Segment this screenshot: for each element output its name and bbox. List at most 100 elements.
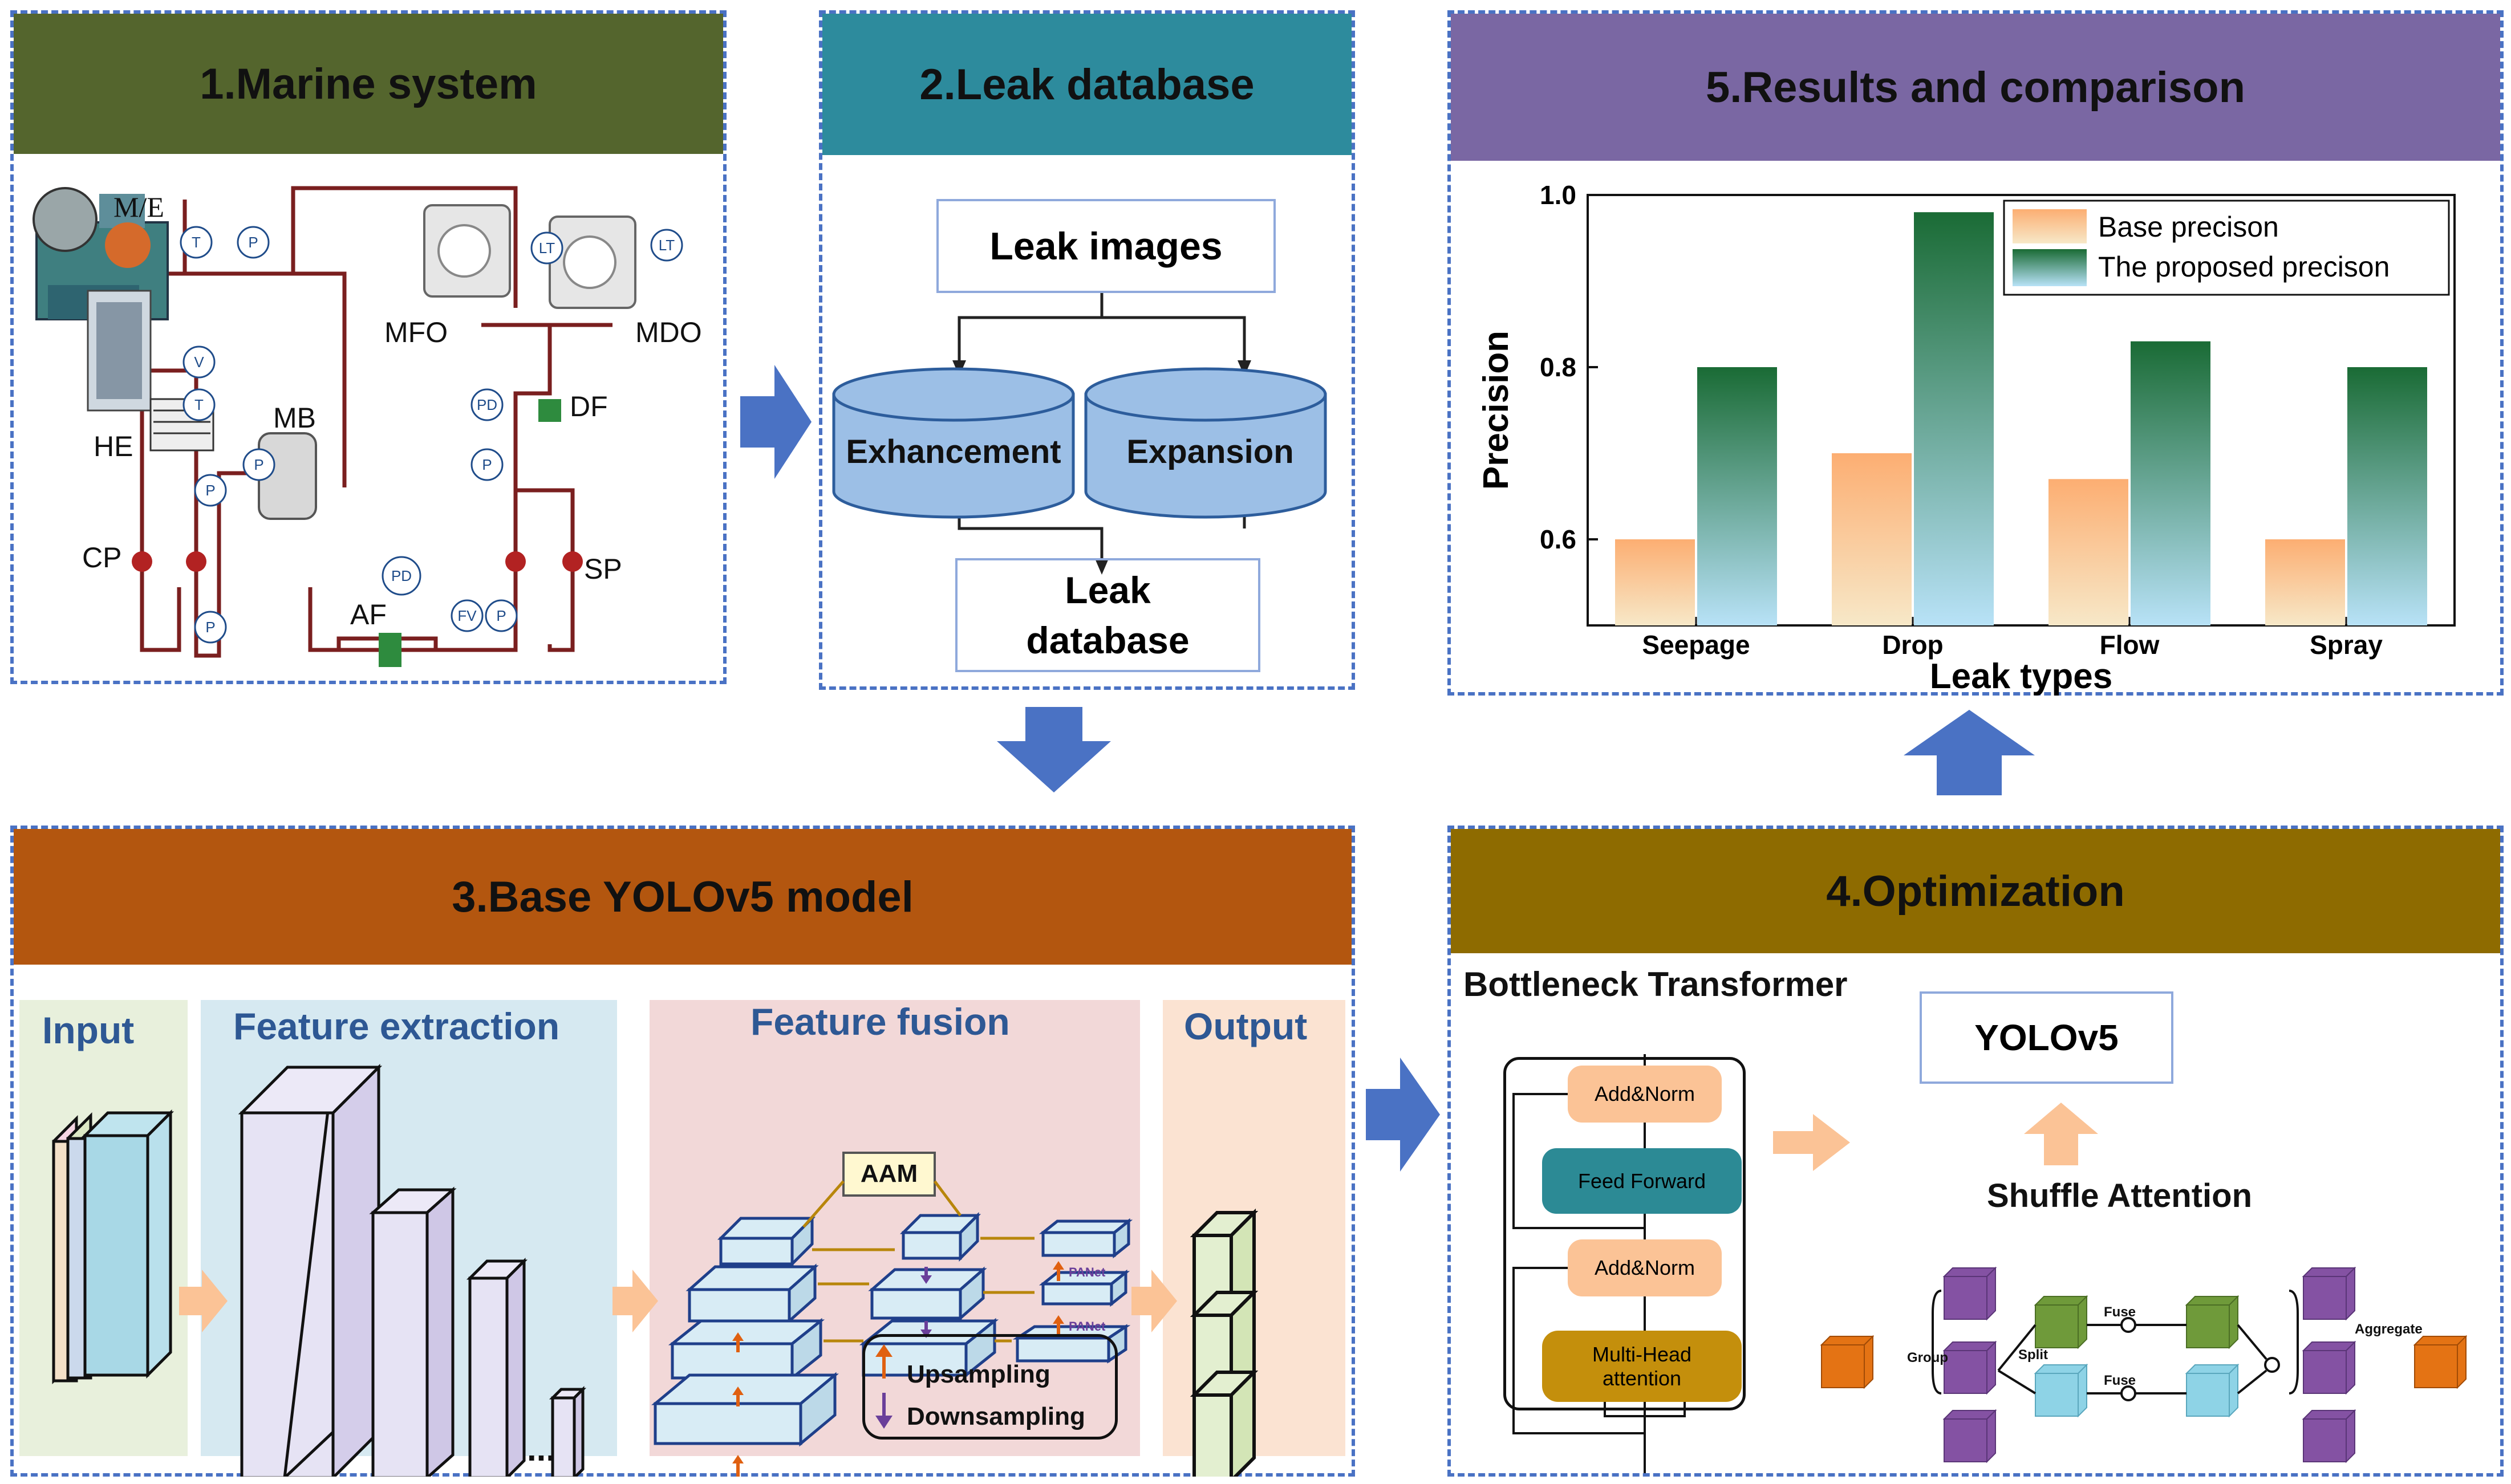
input-label: Input	[42, 1009, 135, 1051]
leak-images-box: Leak images	[936, 199, 1276, 293]
x-axis-label: Leak types	[1930, 657, 2113, 696]
pump-icon	[562, 551, 583, 572]
aam-box	[842, 1152, 936, 1197]
legend-label: The proposed precison	[2098, 251, 2390, 283]
add-norm-top-label: Add&Norm	[1594, 1082, 1695, 1105]
pump-icon	[132, 551, 152, 572]
bar-base	[1832, 453, 1912, 625]
fuel-tank-mfo-icon	[423, 204, 511, 298]
gauge-label: PD	[391, 567, 412, 584]
feed-forward-label: Feed Forward	[1577, 1169, 1706, 1193]
mdo-label: MDO	[635, 316, 702, 348]
gauge-label: T	[194, 396, 204, 413]
bar-proposed	[1914, 212, 1994, 625]
panel-yolo: 3.Base YOLOv5 model Input Feature extrac…	[10, 826, 1355, 1477]
legend-arrows	[875, 1344, 893, 1429]
fuse-label: Fuse	[2104, 1373, 2136, 1388]
panet-label: PANet	[1069, 1265, 1106, 1279]
af-label: AF	[350, 599, 387, 631]
upsampling-legend-label: Upsampling	[907, 1360, 1050, 1388]
ellipsis-label: ...	[527, 1430, 555, 1468]
gauge-label: P	[254, 456, 263, 473]
gauge-label: P	[205, 482, 215, 499]
bar-base	[2265, 539, 2345, 625]
x-tick-label: Flow	[2100, 630, 2160, 660]
gauge-label: LT	[539, 239, 555, 257]
enhancement-label: Exhancement	[846, 433, 1061, 470]
expansion-label: Expansion	[1126, 433, 1293, 470]
bottleneck-title: Bottleneck Transformer	[1463, 965, 1848, 1003]
fuse-label: Fuse	[2104, 1304, 2136, 1320]
bottleneck-block	[1503, 1057, 1746, 1410]
bar-proposed	[2347, 367, 2427, 625]
gauge-label: T	[192, 234, 201, 251]
yolo-header: 3.Base YOLOv5 model	[14, 829, 1352, 965]
gauge-label: P	[205, 619, 215, 636]
gauge-label: P	[482, 456, 492, 473]
panet-label: PANet	[1069, 1319, 1106, 1333]
legend-swatch-base	[2013, 209, 2087, 243]
gauge-label: LT	[659, 237, 675, 254]
upsampling-arrow-icons	[732, 1261, 1064, 1477]
leak-images-label: Leak images	[989, 224, 1223, 268]
y-tick-label: 0.6	[1540, 525, 1576, 554]
feature-fusion-label: Feature fusion	[751, 1001, 1010, 1043]
bottleneck-connections	[1512, 1054, 1686, 1473]
x-tick-label: Seepage	[1642, 630, 1750, 660]
x-tick-label: Spray	[2310, 630, 2383, 660]
downsampling-arrow-icons	[920, 1267, 932, 1338]
results-header: 5.Results and comparison	[1451, 14, 2500, 161]
x-tick-label: Drop	[1882, 630, 1943, 660]
gauge-label: PD	[477, 396, 497, 413]
y-axis-label: Precision	[1476, 331, 1516, 490]
y-tick-label: 1.0	[1540, 180, 1576, 210]
arrow-up-orange-icon	[2024, 1103, 2098, 1165]
me-label: M/E	[113, 191, 164, 223]
gauge-label: P	[496, 607, 506, 624]
feature-extraction-blocks	[238, 1063, 587, 1477]
leak-title: 2.Leak database	[919, 60, 1255, 109]
arrow-right-icon	[740, 365, 812, 479]
y-tick-label: 0.8	[1540, 352, 1576, 382]
gauge-label: FV	[457, 607, 477, 624]
yolov5-label: YOLOv5	[1974, 1017, 2119, 1058]
shuffle-attention-diagram: Group Split Fuse Fuse Aggregate	[1821, 1267, 2467, 1462]
diesel-filter-icon	[538, 399, 561, 422]
split-label: Split	[2018, 1347, 2048, 1363]
panel-leak-database: 2.Leak database Exhancement Expansion Le…	[819, 10, 1355, 690]
arrow-right-icon	[1366, 1058, 1440, 1172]
legend-swatch-proposed	[2013, 249, 2087, 286]
optim-title: 4.Optimization	[1826, 867, 2125, 916]
pump-icon	[186, 551, 206, 572]
feature-extraction-label: Feature extraction	[233, 1005, 560, 1047]
aggregate-label: Aggregate	[2355, 1322, 2423, 1337]
mb-label: MB	[273, 402, 316, 434]
yolov5-box: YOLOv5	[1920, 991, 2173, 1084]
sp-label: SP	[584, 553, 622, 585]
cp-label: CP	[82, 542, 121, 574]
results-title: 5.Results and comparison	[1705, 63, 2246, 112]
downsampling-legend-label: Downsampling	[907, 1402, 1085, 1430]
arrow-right-orange-icon	[1773, 1114, 1850, 1171]
shuffle-attention-title: Shuffle Attention	[1987, 1177, 2252, 1214]
optim-header: 4.Optimization	[1451, 829, 2500, 953]
plot-frame	[1587, 194, 2456, 627]
add-norm-bottom-label: Add&Norm	[1594, 1256, 1695, 1279]
panel-optimization: 4.Optimization Bottleneck Transformer Ad…	[1447, 826, 2504, 1477]
arrow-down-icon	[997, 707, 1111, 792]
bar-base	[2048, 479, 2128, 625]
group-label: Group	[1907, 1350, 1948, 1365]
arrow-up-icon	[1904, 710, 2035, 795]
feed-forward-box: Feed Forward	[1542, 1148, 1742, 1214]
fuel-tank-mdo-icon	[549, 216, 636, 309]
output-blocks	[1190, 1208, 1259, 1477]
marine-title: 1.Marine system	[200, 59, 537, 108]
output-label: Output	[1184, 1005, 1308, 1047]
yolo-title: 3.Base YOLOv5 model	[452, 872, 914, 921]
leak-flow: Exhancement Expansion	[832, 293, 1327, 575]
bar-proposed	[2131, 341, 2210, 625]
panel-marine-system: 1.Marine system	[10, 10, 727, 684]
orange-flow-arrows	[179, 1270, 1177, 1332]
